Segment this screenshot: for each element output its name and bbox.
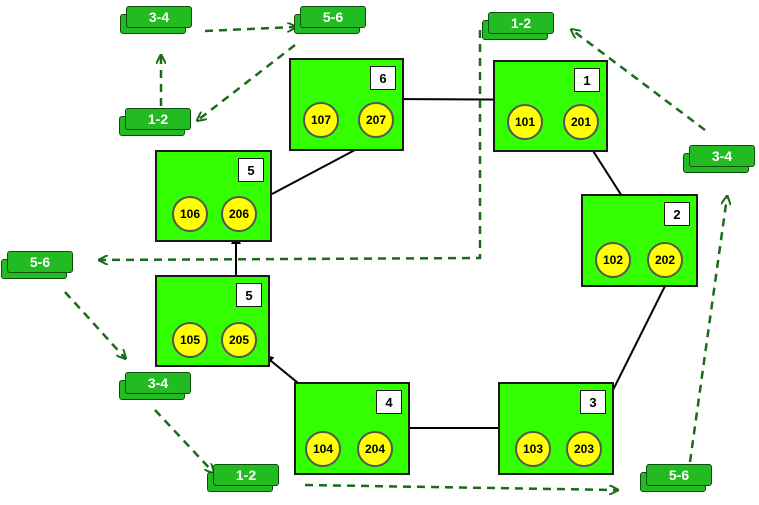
room-number: 2 <box>664 202 690 226</box>
seat-104: 104 <box>305 431 341 467</box>
tag-1-2-bottom: 1-2 <box>207 464 279 492</box>
room-6: 6 107 207 <box>289 58 404 151</box>
dashed-arrow-34-to-12-bottom <box>154 409 213 472</box>
room-5-lower: 5 105 205 <box>155 275 270 367</box>
room-number: 6 <box>370 66 396 90</box>
room-number: 5 <box>238 158 264 182</box>
room-number: 3 <box>580 390 606 414</box>
dashed-arrow-56-to-34-left <box>64 291 125 358</box>
room-number: 1 <box>574 68 600 92</box>
room-number: 4 <box>376 390 402 414</box>
dashed-arrow-56-to-34-right <box>688 197 727 463</box>
room-2: 2 102 202 <box>581 194 698 287</box>
seat-203: 203 <box>566 431 602 467</box>
seat-106: 106 <box>172 196 208 232</box>
seat-206: 206 <box>221 196 257 232</box>
seat-105: 105 <box>172 322 208 358</box>
seat-101: 101 <box>507 104 543 140</box>
room-number: 5 <box>236 283 262 307</box>
tag-3-4-lower-left: 3-4 <box>119 372 191 400</box>
seat-207: 207 <box>358 102 394 138</box>
tag-1-2-top-right: 1-2 <box>482 12 554 40</box>
tag-5-6-bottom-right: 5-6 <box>640 464 712 492</box>
seat-204: 204 <box>357 431 393 467</box>
seat-102: 102 <box>595 242 631 278</box>
seat-103: 103 <box>515 431 551 467</box>
dashed-arrow-center-loop <box>100 30 482 260</box>
dashed-arrow-12-to-56-bottom <box>304 483 617 490</box>
seat-205: 205 <box>221 322 257 358</box>
tag-5-6-left: 5-6 <box>1 251 73 279</box>
dashed-arrow-56-to-12 <box>198 44 296 120</box>
room-4: 4 104 204 <box>294 382 410 475</box>
seat-201: 201 <box>563 104 599 140</box>
dashed-arrow-34-to-56 <box>204 27 295 31</box>
tag-3-4-right: 3-4 <box>683 145 755 173</box>
tag-3-4-top-left: 3-4 <box>120 6 192 34</box>
tag-1-2-upper-left: 1-2 <box>119 108 191 136</box>
room-3: 3 103 203 <box>498 382 614 475</box>
room-5-upper: 5 106 206 <box>155 150 272 242</box>
tag-5-6-top-center: 5-6 <box>294 6 366 34</box>
seat-202: 202 <box>647 242 683 278</box>
seat-107: 107 <box>303 102 339 138</box>
room-1: 1 101 201 <box>493 60 608 152</box>
